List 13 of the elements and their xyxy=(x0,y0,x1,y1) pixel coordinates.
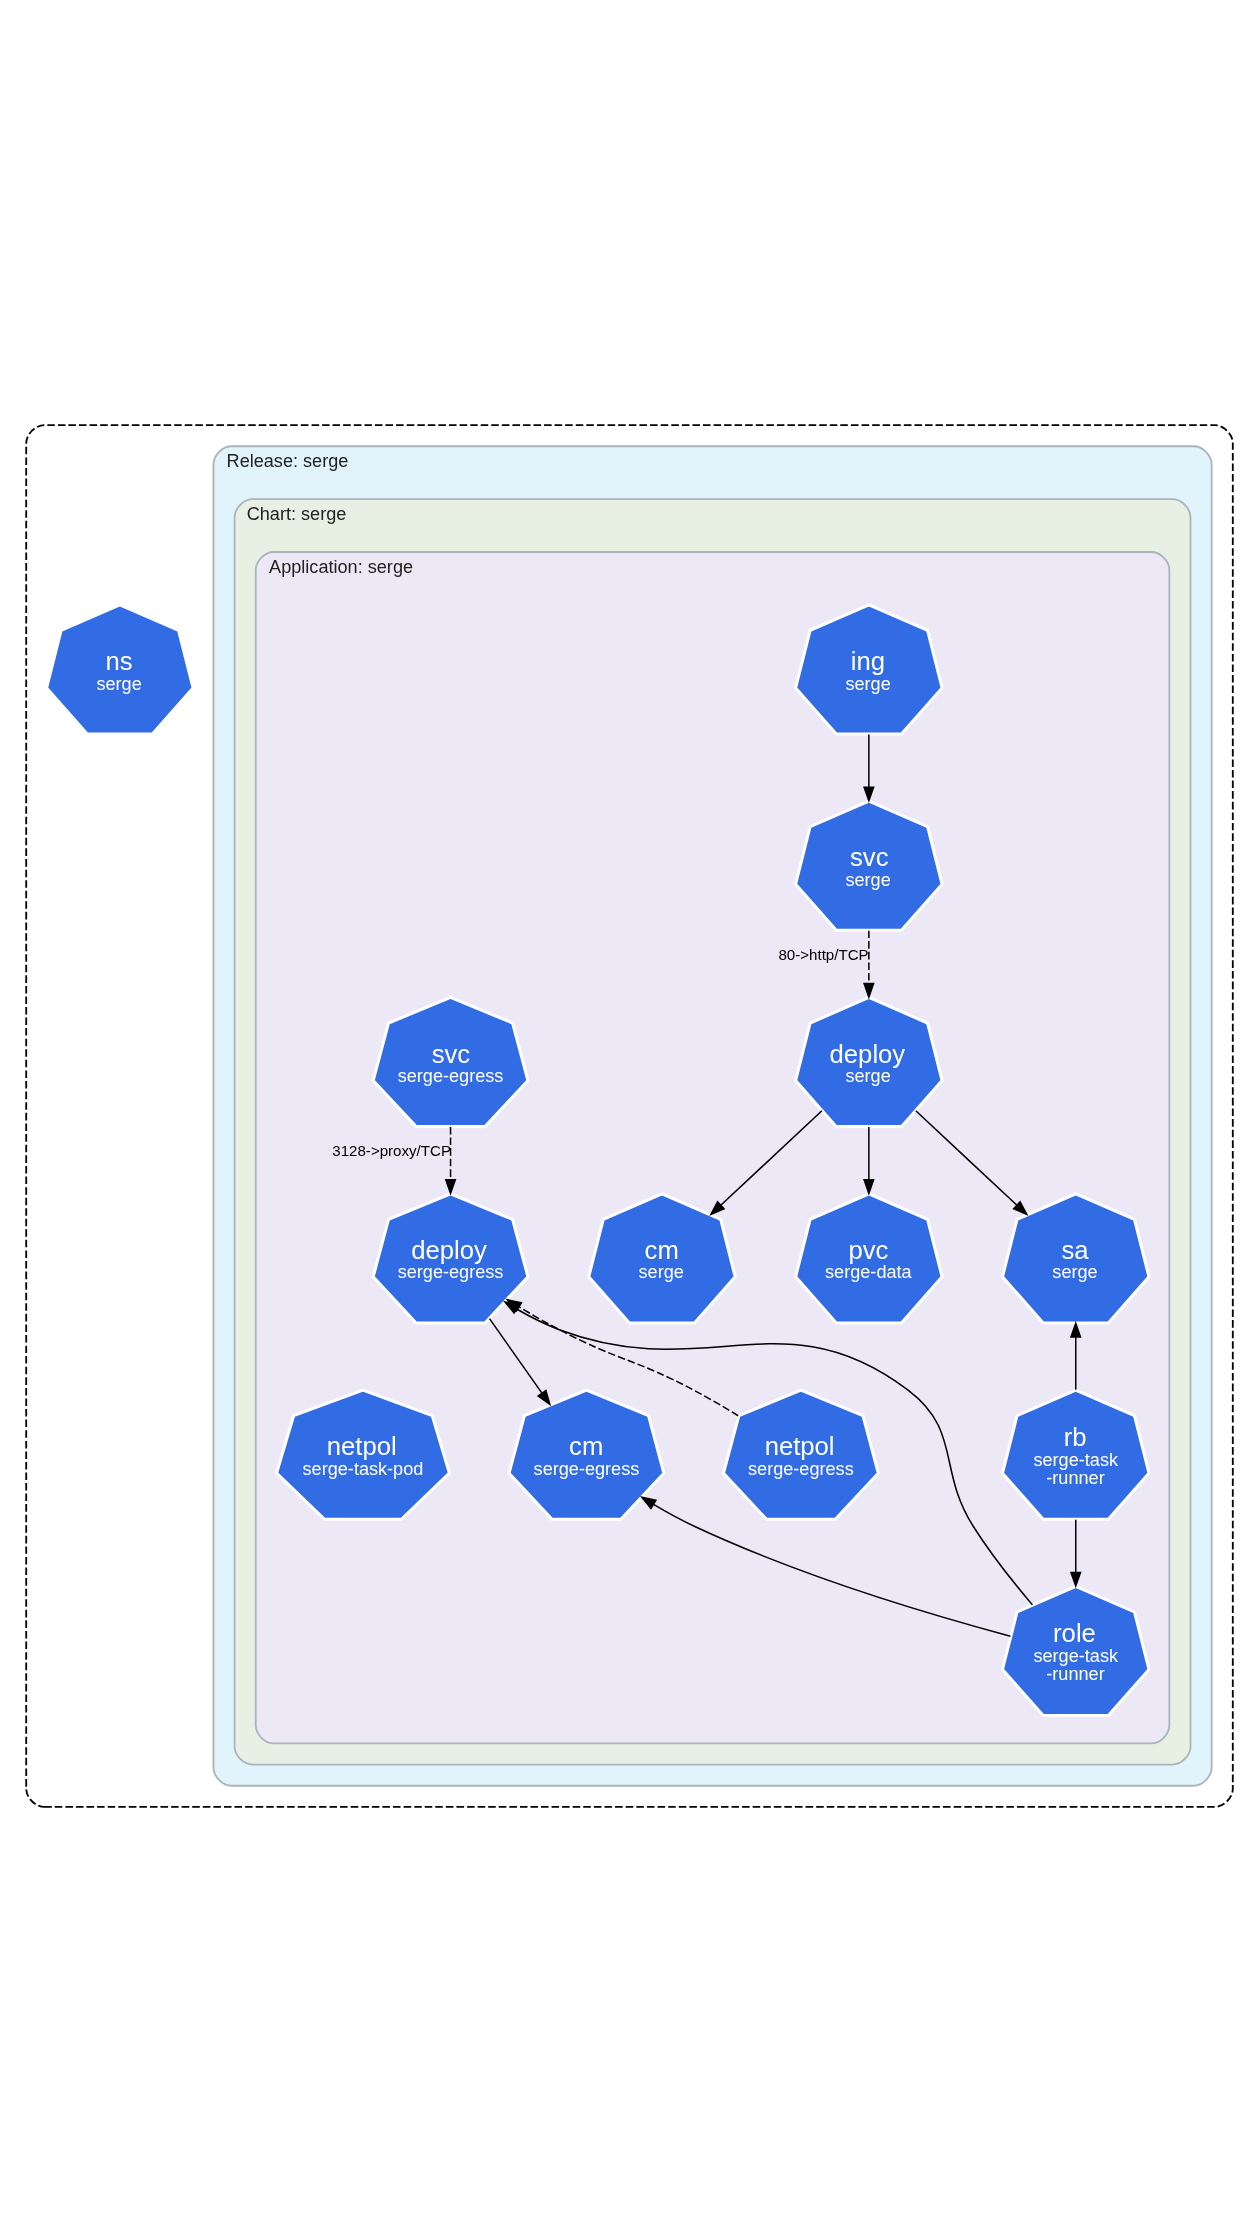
cluster xyxy=(25,423,1234,1808)
edge-label: 80->http/TCP xyxy=(778,945,869,963)
arrow xyxy=(863,733,875,803)
arrow xyxy=(709,1109,823,1216)
arrow xyxy=(444,1125,457,1196)
arrow xyxy=(863,1125,875,1196)
arrow xyxy=(915,1109,1029,1216)
edge-label: 3128->proxy/TCP xyxy=(332,1141,452,1159)
arrow xyxy=(863,929,875,999)
arrow xyxy=(1069,1320,1082,1390)
arrow xyxy=(639,1495,1012,1637)
arrow xyxy=(1069,1518,1082,1588)
arrow xyxy=(488,1317,552,1406)
